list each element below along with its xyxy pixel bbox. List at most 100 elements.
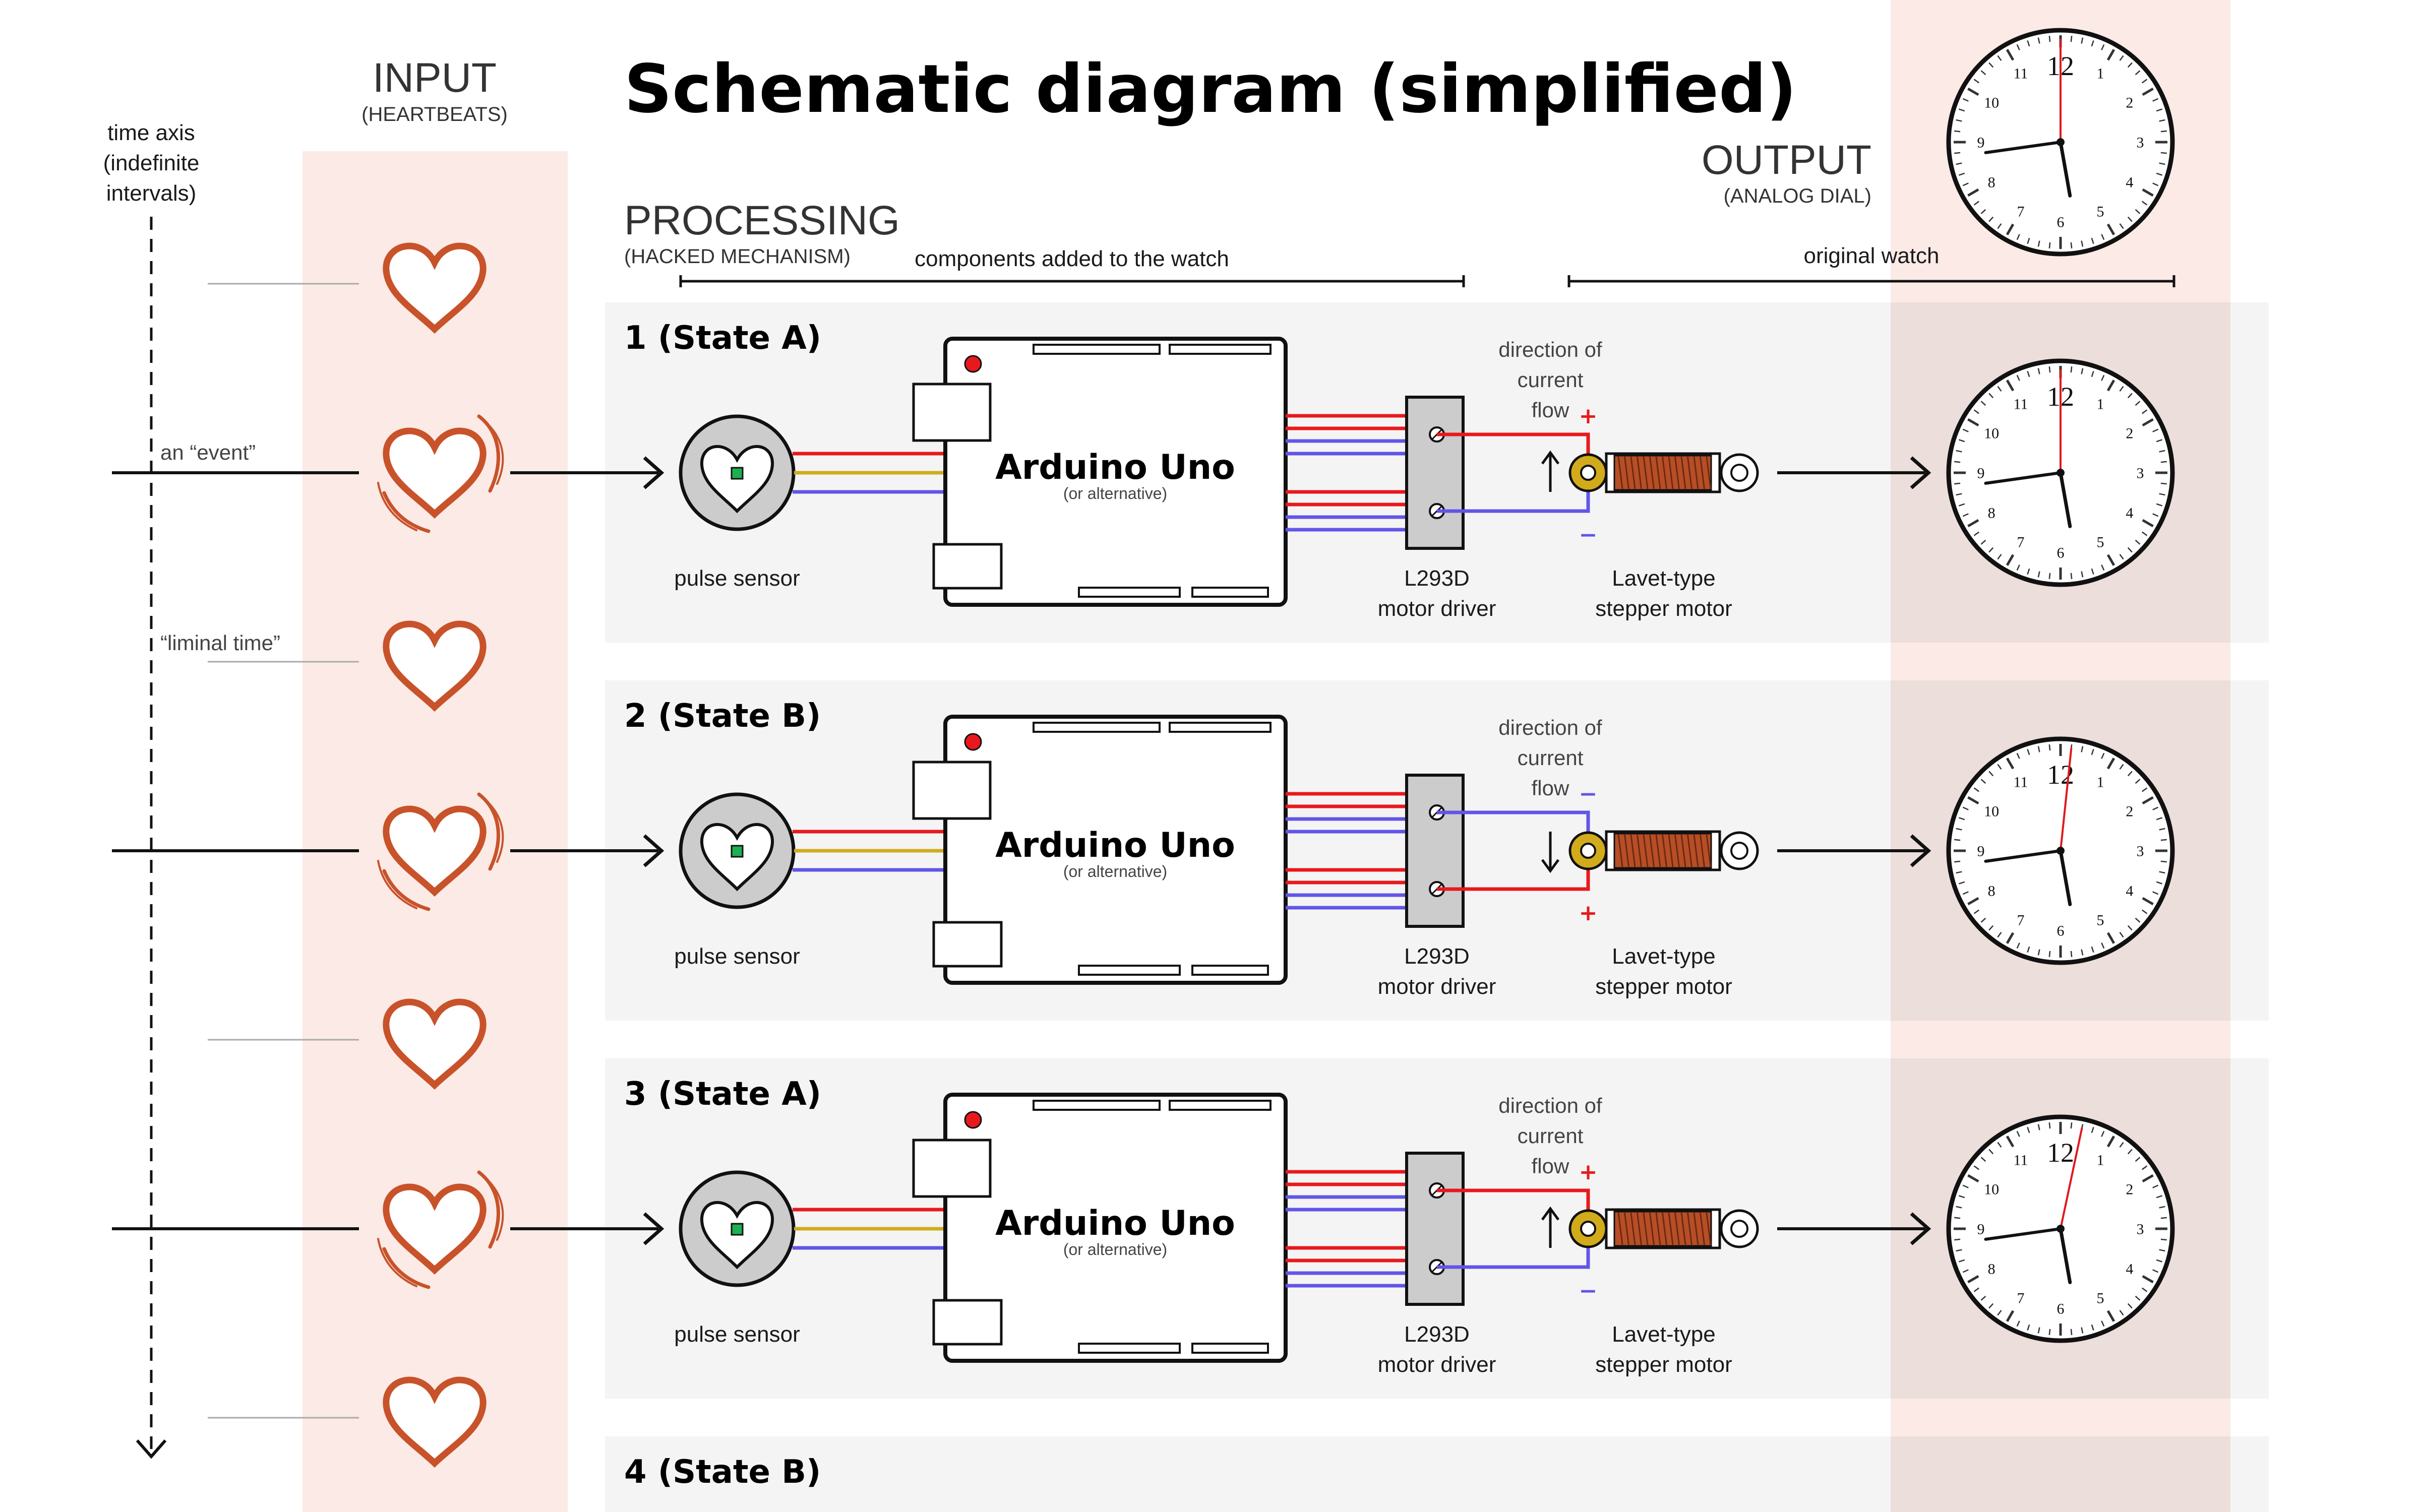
clock-tick <box>2159 450 2165 453</box>
time-axis-arrowhead <box>136 1439 167 1459</box>
clock-tick <box>2016 564 2020 571</box>
clock-tick <box>2106 223 2115 235</box>
clock-tick <box>1973 787 1979 792</box>
clock-tick <box>2106 1136 2115 1148</box>
clock-tick <box>2101 752 2105 759</box>
clock-tick <box>2016 1320 2020 1327</box>
clock-numeral: 7 <box>2017 203 2025 220</box>
motor-label-1: Lavet-type <box>1612 944 1715 969</box>
clock-tick <box>1956 119 1962 122</box>
clock-tick <box>2142 409 2148 414</box>
clock-tick <box>2142 418 2154 427</box>
clock-tick <box>1962 1184 1969 1188</box>
driver-label-1: L293D <box>1404 1322 1470 1347</box>
l293d-driver <box>1405 396 1465 550</box>
clock-tick <box>1980 917 1986 923</box>
clock-center <box>2056 847 2065 855</box>
driver-label-1: L293D <box>1404 566 1470 591</box>
clock-center <box>2056 1225 2065 1233</box>
clock-tick <box>1980 1295 1986 1301</box>
clock-tick <box>1967 1174 1979 1183</box>
processing-subtitle: (HACKED MECHANISM) <box>624 245 851 268</box>
clock-tick <box>2101 374 2105 381</box>
clock-tick <box>2127 393 2133 399</box>
clock-tick <box>2135 70 2141 76</box>
l293d-driver <box>1405 774 1465 928</box>
clock-tick <box>2016 374 2020 381</box>
clock-tick <box>2091 40 2094 47</box>
arduino-alt: (or alternative) <box>1063 484 1167 502</box>
clock-tick <box>1962 98 1969 102</box>
clock-tick <box>1980 1157 1986 1162</box>
clock-tick <box>1958 108 1965 112</box>
clock-tick <box>2048 36 2051 42</box>
clock-tick <box>2016 44 2020 50</box>
clock-tick <box>2156 439 2163 443</box>
clock-tick <box>2081 368 2084 374</box>
clock-tick <box>1997 764 2002 770</box>
clock-tick <box>2127 62 2133 68</box>
input-subtitle: (HEARTBEATS) <box>361 103 508 125</box>
output-title: OUTPUT <box>1702 137 1871 183</box>
second-hand <box>2060 1127 2083 1229</box>
clock-tick <box>2156 881 2163 885</box>
clock-tick <box>1988 216 1994 222</box>
clock-numeral: 10 <box>1984 1181 1999 1198</box>
clock-tick <box>1962 806 1969 810</box>
clock-numeral: 4 <box>2126 174 2133 191</box>
clock-tick <box>2070 951 2073 957</box>
clock-tick <box>2135 209 2141 214</box>
polarity-bottom: − <box>1579 522 1598 548</box>
clock-tick <box>2159 493 2165 496</box>
clock-tick <box>1958 1259 1965 1263</box>
clock-tick <box>2142 79 2148 84</box>
motor-label-2: stepper motor <box>1595 596 1732 621</box>
clock-tick <box>2091 1126 2094 1133</box>
svg-text:time axis: time axis <box>107 120 195 145</box>
clock-numeral: 7 <box>2017 912 2025 928</box>
clock-tick <box>2048 573 2051 579</box>
polarity-top: − <box>1579 781 1598 807</box>
clock-tick <box>2119 554 2124 560</box>
clock-tick <box>2101 564 2105 571</box>
lavet-stepper-motor <box>1568 452 1759 493</box>
pulse-sensor-label: pulse sensor <box>674 944 800 969</box>
clock-tick <box>1962 182 1969 186</box>
clock-tick <box>1980 209 1986 214</box>
clock-tick <box>2152 182 2159 186</box>
clock-tick <box>2159 119 2165 122</box>
clock-tick <box>1980 539 1986 545</box>
clock-numeral: 5 <box>2097 1290 2104 1306</box>
clock-numeral: 2 <box>2126 1181 2133 1198</box>
output-bracket-label: original watch <box>1803 243 1939 268</box>
clock-tick <box>2135 1157 2141 1162</box>
clock-numeral: 6 <box>2057 214 2065 231</box>
clock-tick <box>2156 172 2163 176</box>
clock-tick <box>2142 1287 2148 1292</box>
clock-tick <box>2037 746 2040 752</box>
clock-tick <box>2070 1329 2073 1335</box>
clock-tick <box>2152 98 2159 102</box>
processing-bracket <box>679 275 1465 287</box>
clock-tick <box>1956 871 1962 874</box>
clock-tick <box>2048 744 2051 751</box>
svg-text:intervals): intervals) <box>106 181 197 206</box>
clock-tick <box>2156 1195 2163 1199</box>
clock-tick <box>2152 1269 2159 1273</box>
clock-numeral: 4 <box>2126 883 2133 900</box>
clock-tick <box>1997 932 2002 938</box>
clock-tick <box>2048 366 2051 373</box>
clock-tick <box>2006 49 2015 61</box>
clock-tick <box>2135 779 2141 784</box>
clock-tick <box>2070 1122 2073 1129</box>
clock-tick <box>2135 401 2141 406</box>
driver-label-1: L293D <box>1404 944 1470 969</box>
clock-tick <box>2070 242 2073 248</box>
clock-tick <box>2106 554 2115 566</box>
clock-tick <box>1980 70 1986 76</box>
